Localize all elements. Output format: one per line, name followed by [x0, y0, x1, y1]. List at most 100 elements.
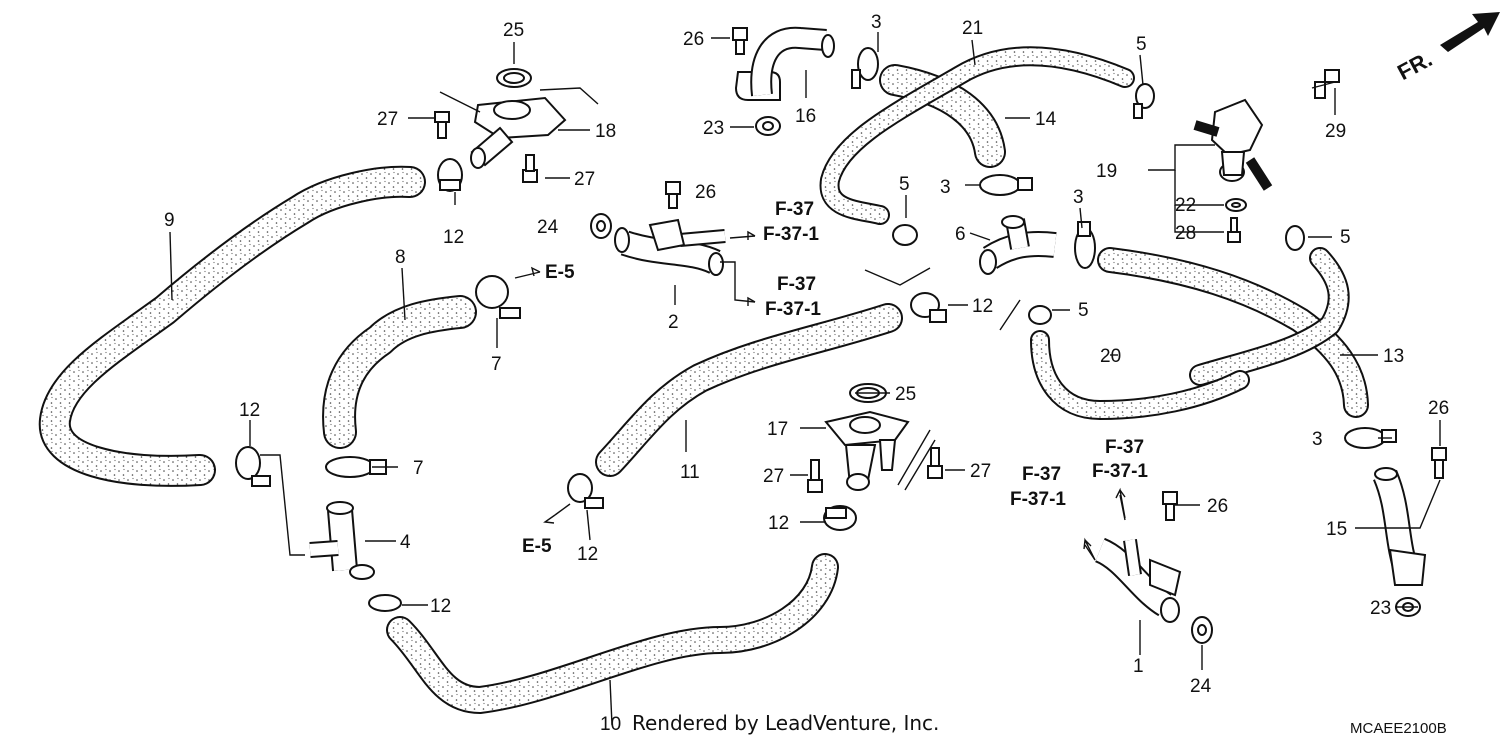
hose-13[interactable] [1097, 247, 1369, 418]
section-ref[interactable]: F-37-1 [765, 299, 821, 320]
callout-26: 26 [1428, 398, 1449, 419]
front-label: FR. [1393, 46, 1436, 85]
bolt-27d[interactable] [927, 447, 943, 479]
section-ref[interactable]: F-37 [775, 199, 814, 220]
callout-20: 20 [1100, 346, 1121, 367]
washer-22[interactable] [1225, 198, 1247, 212]
hose-clamp-3c[interactable] [1074, 221, 1096, 269]
callout-numbers: 1 2 3 3 3 3 4 5 5 5 5 6 7 7 8 9 10 11 12… [164, 12, 1449, 735]
hose-8[interactable] [322, 295, 477, 449]
callout-27: 27 [574, 169, 595, 190]
hose-clamp-3b[interactable] [979, 174, 1033, 196]
bolt-26d[interactable] [1431, 447, 1447, 479]
hose-clamp-5b[interactable] [892, 224, 918, 246]
seal-24b[interactable] [1191, 616, 1213, 644]
callout-5: 5 [899, 174, 910, 195]
callout-8: 8 [395, 247, 406, 268]
section-ref[interactable]: F-37-1 [1010, 489, 1066, 510]
section-ref[interactable]: E-5 [522, 536, 552, 557]
elbow-pipe-16[interactable] [734, 26, 835, 101]
callout-3: 3 [1312, 429, 1323, 450]
callout-18: 18 [595, 121, 616, 142]
callout-27: 27 [970, 461, 991, 482]
hose-21[interactable] [819, 46, 1135, 225]
front-direction-arrow: FR. [1393, 12, 1500, 85]
bolt-27b[interactable] [522, 154, 538, 183]
hose-clamp-5d[interactable] [1028, 305, 1052, 325]
callout-11: 11 [680, 462, 700, 483]
callout-17: 17 [767, 419, 788, 440]
callout-12: 12 [577, 544, 598, 565]
hose-clamp-12d[interactable] [567, 473, 604, 509]
callout-10: 10 [600, 714, 621, 735]
section-references: F-37 F-37-1 F-37 F-37-1 F-37 F-37-1 F-37… [522, 199, 1148, 561]
bolt-27c[interactable] [807, 459, 823, 493]
callout-21: 21 [962, 18, 983, 39]
section-ref[interactable]: F-37-1 [763, 224, 819, 245]
hose-clamp-12b[interactable] [235, 446, 271, 487]
hose-13b[interactable] [1189, 247, 1350, 386]
tee-fitting-4[interactable] [260, 454, 375, 580]
hose-clamp-12f[interactable] [368, 594, 402, 612]
callout-19: 19 [1096, 161, 1117, 182]
callout-26: 26 [695, 182, 716, 203]
hose-14[interactable] [879, 64, 1006, 168]
section-ref[interactable]: F-37-1 [1092, 461, 1148, 482]
callout-13: 13 [1383, 346, 1404, 367]
callout-3: 3 [940, 177, 951, 198]
parts-group [235, 26, 1447, 644]
callout-23: 23 [1370, 598, 1391, 619]
bolt-26a[interactable] [732, 27, 748, 55]
seal-24a[interactable] [590, 213, 612, 239]
callout-6: 6 [955, 224, 966, 245]
hose-clamp-5c[interactable] [1285, 225, 1305, 251]
bolt-26b[interactable] [665, 181, 681, 209]
section-ref[interactable]: F-37 [1022, 464, 1061, 485]
callout-29: 29 [1325, 121, 1346, 142]
callout-27: 27 [377, 109, 398, 130]
hose-clamp-5a[interactable] [1133, 83, 1155, 119]
section-ref[interactable]: F-37 [777, 274, 816, 295]
hose-clamp-12a[interactable] [437, 158, 463, 192]
tee-pipe-2[interactable] [614, 218, 726, 276]
callout-26: 26 [683, 29, 704, 50]
section-ref[interactable]: F-37 [1105, 437, 1144, 458]
elbow-pipe-15[interactable] [1372, 467, 1427, 586]
seal-23a[interactable] [755, 116, 781, 136]
hose-9[interactable] [38, 165, 426, 487]
callout-15: 15 [1326, 519, 1347, 540]
hose-11[interactable] [595, 303, 903, 477]
hose-clamp-7a[interactable] [475, 275, 521, 319]
oring-25a[interactable] [496, 68, 532, 88]
tee-fitting-6[interactable] [979, 215, 1057, 275]
housing-17[interactable] [824, 410, 936, 491]
hose-clamp-3d[interactable] [1344, 427, 1397, 449]
valve-19[interactable] [1193, 98, 1273, 191]
diagram-code: MCAEE2100B [1350, 720, 1447, 737]
callout-3: 3 [871, 12, 882, 33]
callout-4: 4 [400, 532, 411, 553]
hose-clamp-3a[interactable] [851, 47, 879, 89]
bolt-29[interactable] [1314, 69, 1340, 99]
hose-10[interactable] [386, 553, 839, 714]
callout-12: 12 [768, 513, 789, 534]
hose-20[interactable] [1030, 330, 1250, 420]
section-ref[interactable]: E-5 [545, 262, 575, 283]
callout-25: 25 [503, 20, 524, 41]
callout-7: 7 [413, 458, 424, 479]
bolt-26c[interactable] [1162, 491, 1178, 521]
callout-12: 12 [430, 596, 451, 617]
callout-24: 24 [1190, 676, 1212, 697]
callout-2: 2 [668, 312, 679, 333]
hose-clamp-12c[interactable] [910, 292, 947, 323]
thermostat-housing-18[interactable] [439, 87, 599, 169]
callout-25: 25 [895, 384, 916, 405]
bolt-28[interactable] [1227, 217, 1241, 243]
callout-14: 14 [1035, 109, 1057, 130]
hose-clamp-12e[interactable] [823, 505, 857, 531]
callout-26: 26 [1207, 496, 1228, 517]
tee-pipe-1[interactable] [1094, 537, 1182, 623]
callout-24: 24 [537, 217, 559, 238]
bolt-27a[interactable] [434, 111, 450, 139]
